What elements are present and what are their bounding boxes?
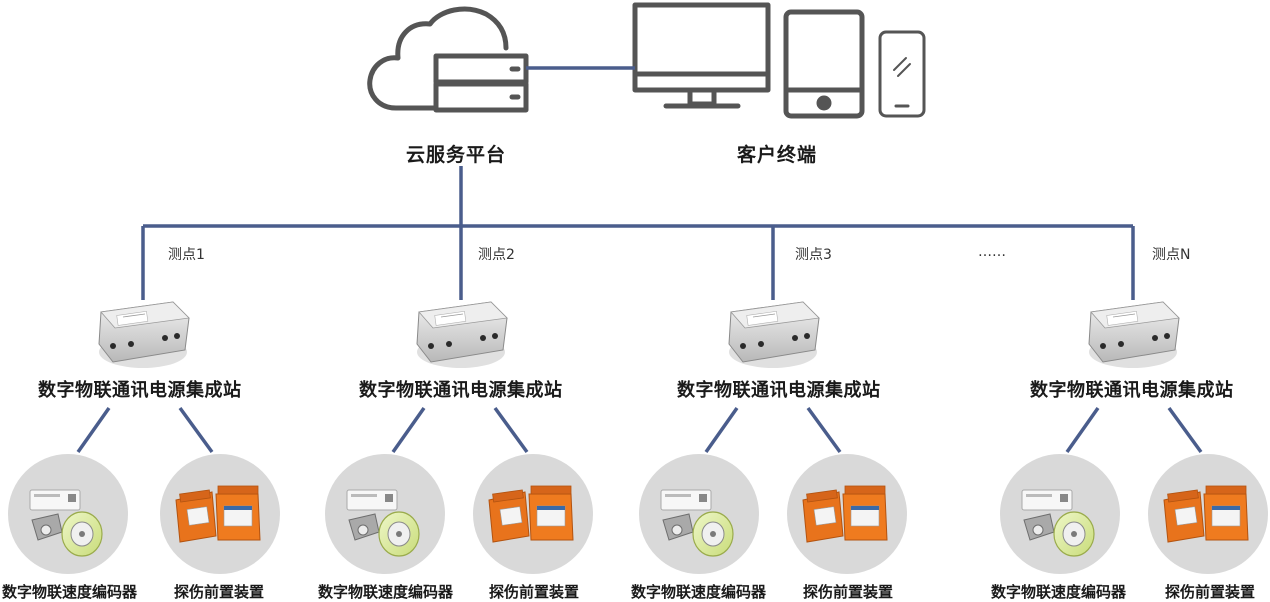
point-label-n: 测点N (1152, 247, 1191, 263)
encoder-device-image-1 (7, 453, 129, 575)
station-box-icon-2 (416, 301, 508, 369)
encoder-device-image-n (999, 453, 1121, 575)
station-box-icon-3 (728, 301, 820, 369)
ellipsis-label: …… (978, 244, 1006, 260)
station-title-3: 数字物联通讯电源集成站 (677, 380, 881, 401)
point-label-3: 测点3 (795, 247, 832, 263)
detector-device-image-n (1147, 453, 1269, 575)
encoder-label-3: 数字物联速度编码器 (631, 583, 767, 601)
encoder-label-1: 数字物联速度编码器 (2, 583, 138, 601)
encoder-device-image-3 (638, 453, 760, 575)
detector-label-2: 探伤前置装置 (489, 583, 580, 601)
detector-device-image-3 (786, 453, 908, 575)
cloud-server-icon (367, 6, 529, 113)
detector-label-n: 探伤前置装置 (1165, 583, 1256, 601)
station-title-2: 数字物联通讯电源集成站 (359, 380, 563, 401)
station-title-n: 数字物联通讯电源集成站 (1030, 380, 1234, 401)
tablet-icon (783, 9, 865, 119)
station-title-1: 数字物联通讯电源集成站 (38, 380, 242, 401)
phone-icon (878, 30, 926, 118)
connection-lines (76, 66, 1203, 454)
station-box-icon-1 (98, 301, 190, 369)
detector-label-1: 探伤前置装置 (174, 583, 265, 601)
encoder-device-image-2 (324, 453, 446, 575)
station-box-icon-n (1088, 301, 1180, 369)
encoder-label-n: 数字物联速度编码器 (991, 583, 1127, 601)
client-terminal-label: 客户终端 (737, 144, 818, 166)
point-label-1: 测点1 (168, 247, 205, 263)
detector-device-image-1 (159, 453, 281, 575)
detector-device-image-2 (472, 453, 594, 575)
detector-label-3: 探伤前置装置 (803, 583, 894, 601)
monitor-icon (632, 2, 771, 109)
point-label-2: 测点2 (478, 247, 515, 263)
encoder-label-2: 数字物联速度编码器 (318, 583, 454, 601)
cloud-platform-label: 云服务平台 (406, 144, 507, 166)
